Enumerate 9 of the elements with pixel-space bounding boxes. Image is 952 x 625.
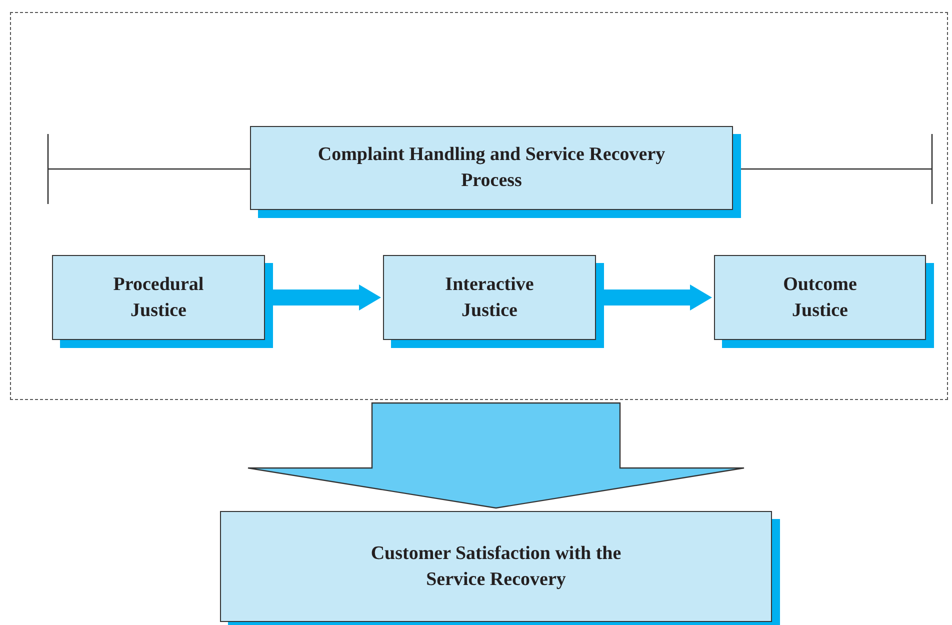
arrow [267, 284, 381, 310]
box-label: Complaint Handling and Service Recovery Process [316, 143, 666, 193]
arrow [598, 284, 712, 310]
dashed-boundary [10, 12, 948, 400]
box-label: Procedural Justice [112, 272, 205, 322]
box-label: Customer Satisfaction with the Service Recovery [370, 542, 622, 592]
box-label: Outcome Justice [782, 272, 858, 322]
block-arrow [247, 402, 745, 509]
box-label: Interactive Justice [444, 272, 535, 322]
